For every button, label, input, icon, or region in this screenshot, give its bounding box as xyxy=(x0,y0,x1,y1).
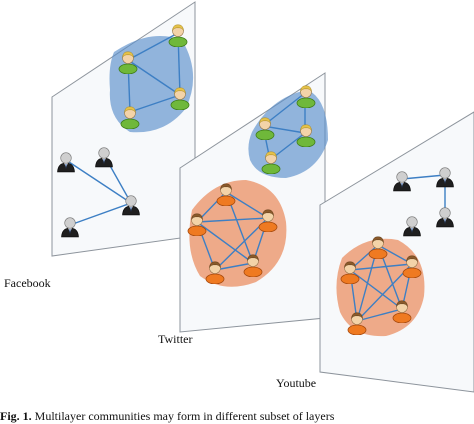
layer-label-twitter: Twitter xyxy=(158,332,193,346)
caption-text: Multilayer communities may form in diffe… xyxy=(34,409,335,423)
panel-twitter xyxy=(179,72,328,333)
figure-caption: Fig. 1. Multilayer communities may form … xyxy=(0,409,334,424)
panel-youtube xyxy=(319,111,474,393)
orange-community-twitter xyxy=(189,180,287,287)
layer-label-facebook: Facebook xyxy=(4,276,51,290)
layer-label-youtube: Youtube xyxy=(276,376,317,390)
panel-facebook xyxy=(51,1,196,257)
caption-label: Fig. 1. xyxy=(0,409,32,423)
